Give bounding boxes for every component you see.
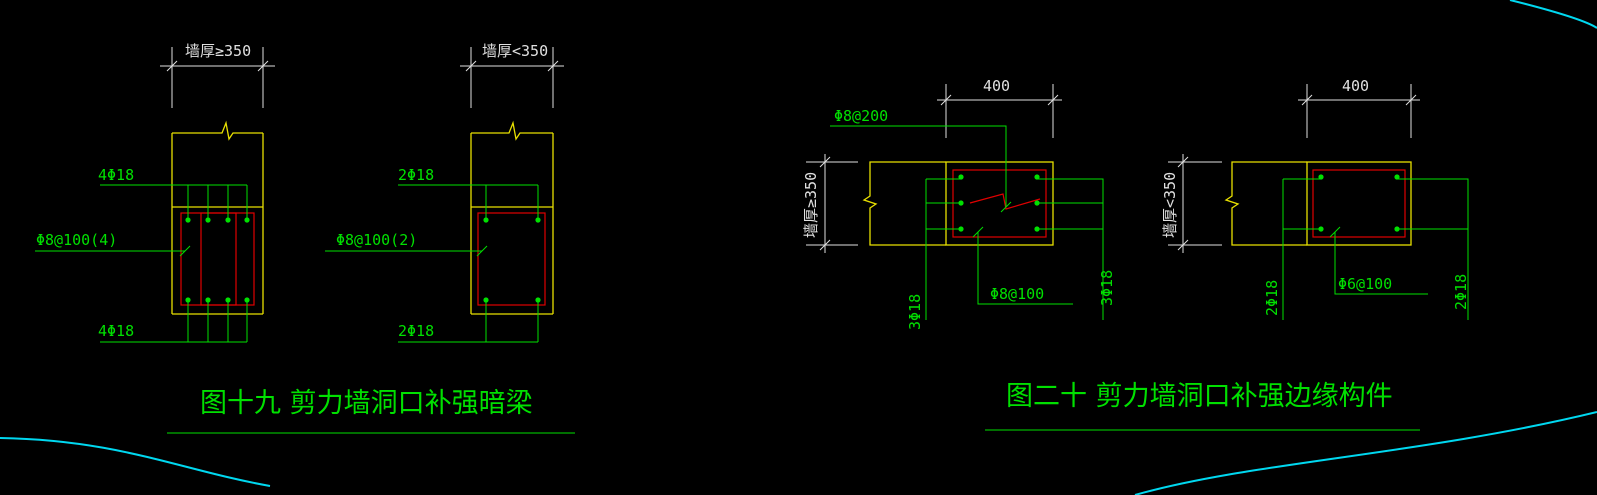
fig19-right-stirrup-label: Φ8@100(2) <box>336 231 417 249</box>
fig20-left-side-label: 墙厚≥350 <box>802 172 820 238</box>
fig19-title: 图十九 剪力墙洞口补强暗梁 <box>200 388 533 419</box>
fig20-left-dim-top: 400 <box>983 77 1010 95</box>
fig20-right-right-bars-label: 2Φ18 <box>1452 274 1470 310</box>
fig20-right-section: 400 墙厚<350 2Φ18 Φ6@100 2Φ18 <box>1161 77 1470 320</box>
fig20-right-side-label: 墙厚<350 <box>1161 172 1179 238</box>
fig20-right-stirrup-label: Φ6@100 <box>1338 275 1392 293</box>
fig19-right-bottom-bars-label: 2Φ18 <box>398 322 434 340</box>
boundary-line-top-right <box>1509 0 1597 29</box>
fig20-left-right-bars-label: 3Φ18 <box>1098 270 1116 306</box>
fig19-left-section: 墙厚≥350 4Φ18 Φ8@100(4) 4Φ18 <box>35 42 275 343</box>
fig20-left-section: 400 墙厚≥350 Φ8@200 3Φ18 Φ8@100 3Φ18 <box>802 77 1116 330</box>
fig19-left-stirrup-label: Φ8@100(4) <box>36 231 117 249</box>
fig19-right-top-bars-label: 2Φ18 <box>398 166 434 184</box>
fig19-right-section: 墙厚<350 2Φ18 Φ8@100(2) 2Φ18 <box>325 42 564 343</box>
boundary-line-left <box>0 437 271 487</box>
fig19-right-dim-label: 墙厚<350 <box>482 42 548 60</box>
fig20-title: 图二十 剪力墙洞口补强边缘构件 <box>1006 381 1393 412</box>
fig20-left-left-bars-label: 3Φ18 <box>906 294 924 330</box>
fig19-left-top-bars-label: 4Φ18 <box>98 166 134 184</box>
fig20-left-stirrup-label: Φ8@100 <box>990 285 1044 303</box>
fig20-left-tie-label: Φ8@200 <box>834 107 888 125</box>
fig20-right-dim-top: 400 <box>1342 77 1369 95</box>
fig19-left-dim-label: 墙厚≥350 <box>185 42 251 60</box>
boundary-line-right <box>1134 411 1597 495</box>
fig19-left-bottom-bars-label: 4Φ18 <box>98 322 134 340</box>
fig20-right-left-bars-label: 2Φ18 <box>1263 280 1281 316</box>
